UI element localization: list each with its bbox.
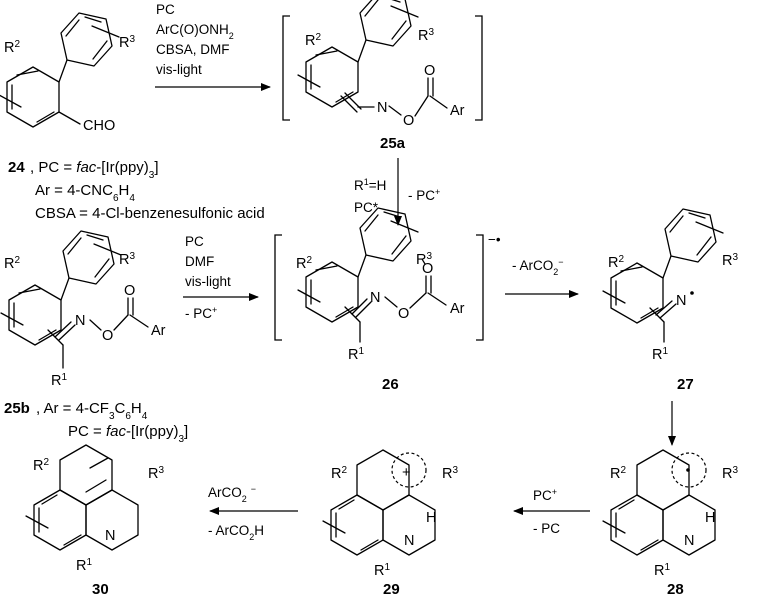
r1-label: R1	[51, 372, 67, 390]
compound-24-cbsa-definition: CBSA = 4-Cl-benzenesulfonic acid	[35, 205, 265, 222]
svg-text:O: O	[403, 113, 414, 129]
r2-label: R2	[4, 255, 20, 273]
compound-25a-number: 25a	[380, 135, 406, 152]
step3-solvent: DMF	[185, 254, 214, 269]
svg-text:H: H	[426, 510, 436, 526]
compound-30-number: 30	[92, 581, 109, 597]
svg-text:O: O	[398, 306, 409, 322]
svg-text:Ar: Ar	[151, 323, 166, 339]
step4-decarboxylation: - ArCO2−	[512, 257, 564, 277]
compound-28-structure: N H R1 R2 R3	[602, 449, 738, 580]
svg-text:O: O	[102, 328, 113, 344]
svg-text:O: O	[424, 63, 435, 79]
r3-label: R3	[442, 465, 458, 483]
r1-label: R1	[652, 346, 668, 364]
r2-label: R2	[608, 254, 624, 272]
compound-29-number: 29	[383, 581, 400, 597]
svg-text:N: N	[684, 533, 694, 549]
r3-label: R3	[148, 465, 164, 483]
svg-text:O: O	[124, 283, 135, 299]
r2-label: R2	[296, 255, 312, 273]
compound-26-radical-anion-charge: −•	[488, 232, 501, 247]
svg-text:N: N	[676, 293, 686, 309]
r2-label: R2	[610, 465, 626, 483]
compound-26-structure: N O O Ar R1 R2 R3	[274, 207, 484, 364]
step2-r1-condition: R1=H	[354, 177, 386, 193]
compound-25b-pc-definition: PC = fac-[Ir(ppy)3]	[68, 423, 188, 445]
r3-label: R3	[418, 27, 434, 45]
r1-label: R1	[374, 562, 390, 580]
compound-25b-structure: N O O Ar R1 R2 R3	[0, 230, 166, 390]
step3-conditions: PC DMF vis-light - PC+	[185, 234, 231, 321]
svg-text:Ar: Ar	[450, 301, 465, 317]
svg-text:N: N	[404, 533, 414, 549]
r3-label: R3	[722, 252, 738, 270]
compound-27-number: 27	[677, 376, 694, 393]
r1-label: R1	[348, 346, 364, 364]
r3-label: R3	[119, 251, 135, 269]
svg-text:Ar: Ar	[450, 103, 465, 119]
r2-label: R2	[33, 457, 49, 475]
compound-24-ar-definition: Ar = 4-CNC6H4	[35, 182, 135, 204]
svg-text:H: H	[705, 510, 715, 526]
compound-28-number: 28	[667, 581, 684, 597]
step1-pc: PC	[156, 2, 175, 17]
r2-label: R2	[305, 32, 321, 50]
compound-27-structure: N R1 R2 R3	[602, 208, 738, 364]
step6-base: ArCO2−	[208, 484, 256, 504]
compound-25b-ar-definition: , Ar = 4-CF3C6H4	[36, 400, 148, 422]
step3-pc: PC	[185, 234, 204, 249]
r2-label: R2	[4, 39, 20, 57]
svg-text:O: O	[422, 261, 433, 277]
compound-24-pc-definition: , PC = fac-[Ir(ppy)3]	[30, 159, 159, 181]
step5-pc-release: - PC	[533, 521, 560, 536]
compound-30-structure: N R1 R2 R3	[25, 444, 164, 575]
svg-text:N: N	[377, 100, 387, 116]
compound-29-structure: + N H R1 R2 R3	[322, 449, 458, 580]
r1-label: R1	[76, 557, 92, 575]
compound-26-number: 26	[382, 376, 399, 393]
step2-pc-excited: PC*	[354, 200, 379, 215]
svg-text:+: +	[402, 465, 410, 481]
svg-text:CHO: CHO	[83, 118, 115, 134]
compound-24-structure: CHO R2 R3	[0, 12, 135, 134]
step2-pc-loss: - PC+	[408, 187, 440, 203]
svg-text:N: N	[105, 528, 115, 544]
compound-24-number: 24	[8, 159, 25, 176]
compound-25a-structure: N O O Ar R2 R3	[282, 0, 483, 129]
step3-light: vis-light	[185, 274, 231, 289]
step1-conditions: PC ArC(O)ONH2 CBSA, DMF vis-light	[156, 2, 234, 77]
r2-label: R2	[331, 465, 347, 483]
step5-oxidant: PC+	[533, 487, 557, 503]
r3-label: R3	[119, 34, 135, 52]
svg-text:N: N	[75, 313, 85, 329]
step6-byproduct: - ArCO2H	[208, 523, 264, 542]
step3-pc-loss: - PC+	[185, 305, 217, 321]
step1-acid-solvent: CBSA, DMF	[156, 42, 230, 57]
r1-label: R1	[654, 562, 670, 580]
r3-label: R3	[722, 465, 738, 483]
compound-25b-number: 25b	[4, 400, 30, 417]
step1-reagent: ArC(O)ONH2	[156, 22, 234, 41]
svg-text:N: N	[370, 290, 380, 306]
step1-light: vis-light	[156, 62, 202, 77]
